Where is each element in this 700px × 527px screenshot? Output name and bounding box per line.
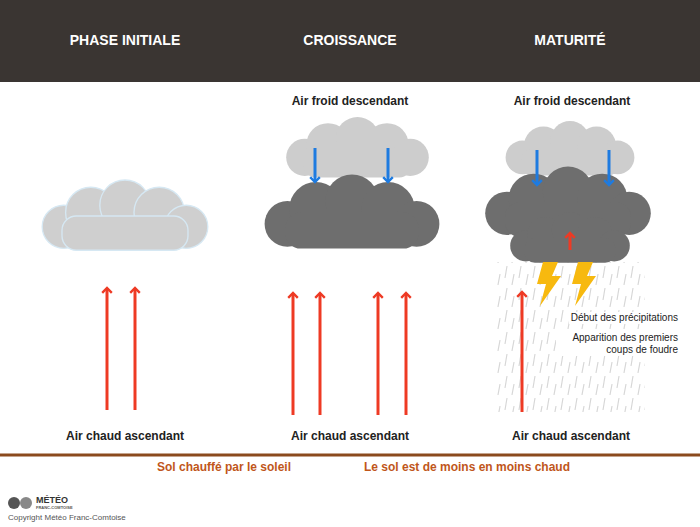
cloud	[510, 212, 630, 263]
ground-label: Le sol est de moins en moins chaud	[364, 460, 570, 474]
cloud	[286, 117, 429, 177]
cloud	[42, 180, 208, 250]
cold-air-arrows	[315, 148, 609, 185]
note: Début des précipitations	[569, 312, 680, 324]
column-title: MATURITÉ	[534, 32, 605, 49]
air-label: Air chaud ascendant	[291, 429, 409, 443]
air-label: Air froid descendant	[514, 94, 631, 108]
note: Apparition des premiers coups de foudre	[556, 332, 680, 356]
logo-icon	[8, 497, 32, 509]
column-title: CROISSANCE	[303, 32, 396, 49]
warm-air-arrows	[107, 233, 570, 415]
air-label: Air chaud ascendant	[66, 429, 184, 443]
ground-label: Sol chauffé par le soleil	[157, 460, 291, 474]
lightning-bolt	[537, 262, 596, 306]
ground-line	[0, 454, 700, 457]
air-label: Air froid descendant	[292, 94, 409, 108]
copyright: Copyright Météo Franc-Comtoise	[8, 513, 126, 523]
header-band	[0, 0, 700, 82]
logo-text: MÉTÉO	[36, 495, 68, 506]
column-title: PHASE INITIALE	[70, 32, 180, 49]
cloud	[265, 175, 440, 249]
air-label: Air chaud ascendant	[512, 429, 630, 443]
logo-text: FRANC-COMTOISE	[36, 506, 73, 511]
